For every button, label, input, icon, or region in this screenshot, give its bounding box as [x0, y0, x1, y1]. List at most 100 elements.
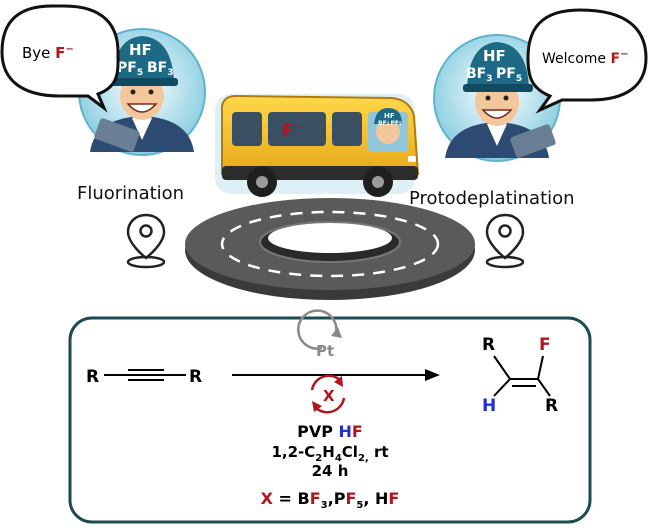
- fluorination-label: Fluorination: [77, 183, 184, 204]
- right-badge-bf-text: BF: [466, 66, 486, 82]
- xdef-f1: F: [310, 489, 321, 508]
- right-bubble-ion: F: [611, 51, 621, 67]
- bus-driver-pf-sub: 5: [399, 121, 402, 126]
- left-character-cap-brim: [108, 78, 178, 86]
- bus-driver-badges: BF3PF5: [378, 120, 402, 127]
- bus-driver-bf-sub: 3: [387, 121, 390, 126]
- x-additive-cycle: X: [310, 374, 346, 414]
- right-bubble-prefix: Welcome: [542, 51, 611, 67]
- left-character-eye: [130, 89, 136, 95]
- xdef-sub1: 3: [321, 500, 328, 511]
- bond-line: [493, 355, 511, 380]
- left-speech-bubble: Bye F−: [0, 4, 120, 113]
- road-lane-marking: [220, 210, 440, 278]
- ring-road: [185, 198, 475, 300]
- bus-hubcap: [256, 176, 268, 188]
- bus-window: [332, 112, 362, 146]
- alkyne-r-right: R: [189, 367, 202, 387]
- right-badge-hf: HF: [483, 47, 506, 65]
- right-location-pin-icon: [485, 213, 525, 269]
- right-badge-bf-sub: 3: [486, 74, 492, 84]
- bus-window-ion: F−: [282, 119, 303, 141]
- cond2-d: rt: [369, 443, 389, 461]
- left-bubble-prefix: Bye: [22, 44, 55, 62]
- right-badge-pf5: PF5: [496, 66, 522, 84]
- left-bubble-shape: [0, 4, 120, 113]
- reaction-conditions: PVP HF 1,2-C2H4Cl2, rt 24 h X = BF3,PF5,…: [261, 422, 400, 511]
- protodeplatination-label: Protodeplatination: [409, 188, 575, 209]
- right-character-cap: [467, 42, 529, 88]
- conditions-line-1: PVP HF: [297, 422, 363, 441]
- right-character-collar: [487, 124, 507, 146]
- bus-driver-bf: BF: [378, 120, 387, 127]
- conditions-line-3: 24 h: [312, 462, 349, 480]
- xdef-x: X: [261, 489, 274, 508]
- school-bus: F− HF BF3PF5: [215, 94, 420, 197]
- conditions-line-2: 1,2-C2H4Cl2, rt: [271, 443, 388, 464]
- cond1-f: F: [352, 422, 363, 441]
- left-bubble-charge: −: [65, 44, 73, 55]
- xdef-sub2: 5: [356, 500, 363, 511]
- xdef-f2: F: [345, 489, 356, 508]
- right-character-smile: [481, 109, 513, 119]
- xdef-p: ,P: [328, 489, 346, 508]
- right-character-eye: [485, 95, 491, 101]
- right-character-tablet: [510, 124, 556, 158]
- right-bubble-shape: [526, 8, 648, 114]
- bus-hubcap: [372, 176, 384, 188]
- cond2-sub1: 2: [315, 453, 322, 464]
- bus-window: [232, 112, 262, 146]
- left-badge-pf-text: PF: [117, 60, 137, 76]
- right-bubble-charge: −: [620, 49, 628, 60]
- reaction-box: [68, 316, 592, 524]
- bus-driver-face: [376, 120, 400, 144]
- pt-label: Pt: [316, 342, 334, 360]
- cond1-pvp: PVP: [297, 422, 338, 441]
- road-inner-center: [268, 223, 392, 253]
- left-character-smile: [126, 103, 158, 113]
- left-badge-pf-sub: 5: [137, 68, 143, 78]
- right-bubble-text: Welcome F−: [542, 49, 628, 67]
- left-bubble-text: Bye F−: [22, 44, 74, 62]
- cond1-h: H: [339, 422, 352, 441]
- xdef-h: , H: [363, 489, 388, 508]
- cond2-sub3: 2,: [358, 453, 369, 464]
- bond-line: [493, 378, 511, 397]
- left-badge-bf-sub: 3: [167, 68, 173, 78]
- left-character-collar: [132, 118, 152, 140]
- pt-catalyst-cycle: Pt: [297, 309, 342, 360]
- product-r-top: R: [482, 335, 495, 355]
- bus-driver-cap: [374, 108, 402, 124]
- alkyne-r-left: R: [86, 367, 99, 387]
- bus-driver-pf: PF: [390, 120, 399, 127]
- bus-headlight: [408, 156, 416, 162]
- bus-window-ion-letter: F: [282, 121, 294, 141]
- cond2-a: 1,2-C: [271, 443, 315, 461]
- left-badge-bf-text: BF: [147, 60, 167, 76]
- bus-window-main: [268, 112, 326, 146]
- bus-driver-hf: HF: [384, 112, 395, 120]
- fluoroalkene-product: R F H R: [482, 335, 558, 416]
- bond-line: [537, 355, 544, 380]
- left-badge-hf: HF: [129, 41, 152, 59]
- alkyne-reactant: R R: [86, 367, 202, 387]
- left-character-cap: [112, 36, 174, 82]
- right-speech-bubble: Welcome F−: [526, 8, 648, 114]
- right-character-eye: [503, 95, 509, 101]
- x-cycle-label: X: [323, 387, 335, 405]
- x-definition: X = BF3,PF5, HF: [261, 489, 400, 511]
- left-badge-bf3: BF3: [147, 60, 174, 78]
- product-r-bottom: R: [545, 396, 558, 416]
- bond-line: [537, 378, 551, 397]
- right-badge-pf-text: PF: [496, 66, 516, 82]
- product-h: H: [482, 396, 496, 416]
- left-location-pin-icon: [126, 213, 166, 269]
- xdef-eq: = B: [273, 489, 310, 508]
- cond2-c: Cl: [342, 443, 358, 461]
- right-badge-pf-sub: 5: [516, 74, 522, 84]
- bus-window-ion-charge: −: [294, 119, 303, 132]
- xdef-f3: F: [388, 489, 399, 508]
- product-f: F: [539, 335, 551, 355]
- left-character-tablet: [94, 118, 140, 152]
